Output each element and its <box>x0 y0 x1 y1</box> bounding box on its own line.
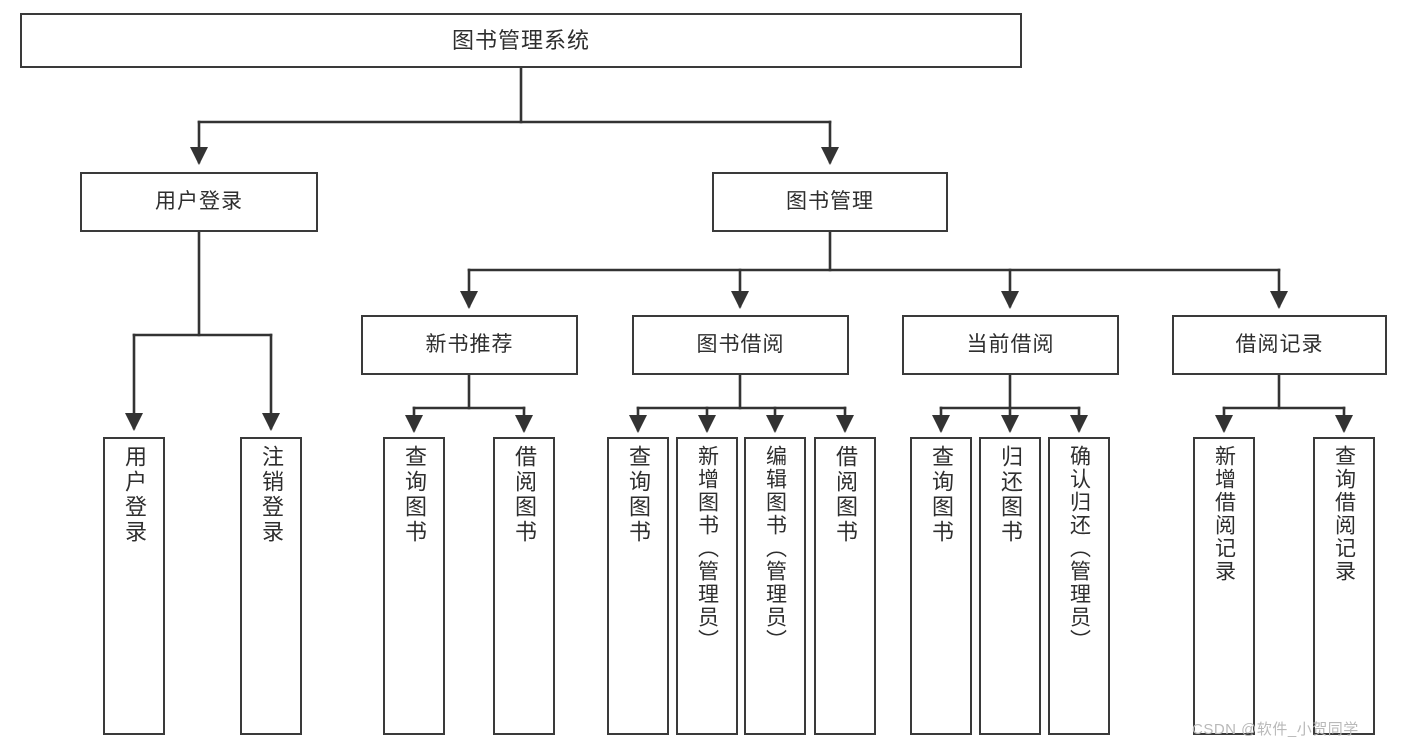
leaf-book-borrow-query-book[interactable]: 查询图书 <box>607 437 669 735</box>
leaf-new-book-query-book[interactable]: 查询图书 <box>383 437 445 735</box>
node-label: 图书管理系统 <box>451 27 590 53</box>
node-label: 确认归还（管理员） <box>1067 445 1091 652</box>
node-borrow-record[interactable]: 借阅记录 <box>1172 315 1387 375</box>
leaf-user-login-login[interactable]: 用户登录 <box>103 437 165 735</box>
leaf-book-borrow-add-book-admin[interactable]: 新增图书（管理员） <box>676 437 738 735</box>
leaf-current-borrow-confirm-return-admin[interactable]: 确认归还（管理员） <box>1048 437 1110 735</box>
leaf-borrow-record-query-record[interactable]: 查询借阅记录 <box>1313 437 1375 735</box>
node-label: 当前借阅 <box>966 332 1055 356</box>
leaf-current-borrow-query-book[interactable]: 查询图书 <box>910 437 972 735</box>
leaf-user-login-logout[interactable]: 注销登录 <box>240 437 302 735</box>
node-label: 注销登录 <box>259 445 284 545</box>
leaf-new-book-borrow-book[interactable]: 借阅图书 <box>493 437 555 735</box>
node-user-login[interactable]: 用户登录 <box>80 172 318 232</box>
leaf-current-borrow-return-book[interactable]: 归还图书 <box>979 437 1041 735</box>
node-label: 查询图书 <box>929 445 954 545</box>
csdn-watermark: CSDN @软件_小贺同学 <box>1192 721 1359 738</box>
node-current-borrow[interactable]: 当前借阅 <box>902 315 1119 375</box>
node-label: 借阅图书 <box>833 445 858 545</box>
node-new-book-recommendation[interactable]: 新书推荐 <box>361 315 578 375</box>
node-root-book-management-system[interactable]: 图书管理系统 <box>20 13 1022 68</box>
leaf-borrow-record-add-record[interactable]: 新增借阅记录 <box>1193 437 1255 735</box>
leaf-book-borrow-borrow-book[interactable]: 借阅图书 <box>814 437 876 735</box>
node-book-borrow[interactable]: 图书借阅 <box>632 315 849 375</box>
node-label: 新增借阅记录 <box>1212 445 1236 583</box>
node-label: 新书推荐 <box>425 332 514 356</box>
node-label: 图书借阅 <box>696 332 785 356</box>
node-label: 归还图书 <box>998 445 1023 545</box>
node-label: 用户登录 <box>155 189 243 213</box>
node-label: 编辑图书（管理员） <box>763 445 787 652</box>
node-book-management[interactable]: 图书管理 <box>712 172 948 232</box>
node-label: 查询借阅记录 <box>1332 445 1356 583</box>
node-label: 查询图书 <box>626 445 651 545</box>
leaf-book-borrow-edit-book-admin[interactable]: 编辑图书（管理员） <box>744 437 806 735</box>
node-label: 借阅记录 <box>1235 332 1324 356</box>
node-label: 用户登录 <box>122 445 147 545</box>
node-label: 图书管理 <box>786 189 874 213</box>
node-label: 查询图书 <box>402 445 427 545</box>
node-label: 借阅图书 <box>512 445 537 545</box>
node-label: 新增图书（管理员） <box>695 445 719 652</box>
